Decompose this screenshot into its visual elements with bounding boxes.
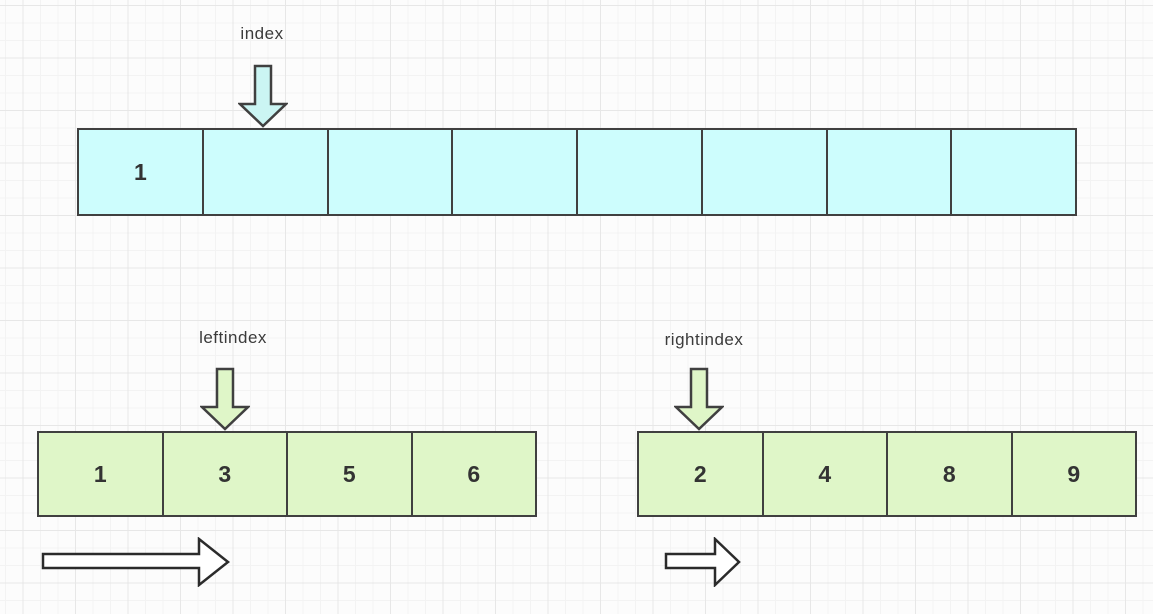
right-array-cell: 4 xyxy=(764,433,888,515)
down-arrow-icon xyxy=(200,367,250,431)
merged-array-cell xyxy=(828,130,953,214)
down-arrow-icon xyxy=(674,367,724,431)
merged-array-cell: 1 xyxy=(79,130,204,214)
down-arrow-icon xyxy=(238,64,288,128)
left-array-cell: 1 xyxy=(39,433,164,515)
right-array-cell: 2 xyxy=(639,433,764,515)
right-arrow-icon xyxy=(41,537,231,587)
index-label: index xyxy=(240,24,284,43)
left-array-cell: 6 xyxy=(467,460,481,487)
merged-array: 1 xyxy=(77,128,1077,216)
left-array-cell: 3 xyxy=(164,433,288,515)
left-array-cell: 5 xyxy=(288,433,413,515)
merged-array-cell xyxy=(578,130,703,214)
merged-array-cell xyxy=(453,130,578,214)
right-array: 2 4 8 9 xyxy=(637,431,1137,517)
merged-array-cell xyxy=(329,130,454,214)
right-array-cell: 8 xyxy=(888,433,1013,515)
left-array: 1 3 5 6 xyxy=(37,431,537,517)
rightindex-label: rightindex xyxy=(664,330,744,349)
merged-array-cell xyxy=(952,130,1075,214)
right-array-cell: 9 xyxy=(1067,460,1081,487)
merged-array-cell xyxy=(703,130,828,214)
right-arrow-icon xyxy=(664,537,741,587)
leftindex-label: leftindex xyxy=(199,328,267,347)
merged-array-cell xyxy=(204,130,329,214)
